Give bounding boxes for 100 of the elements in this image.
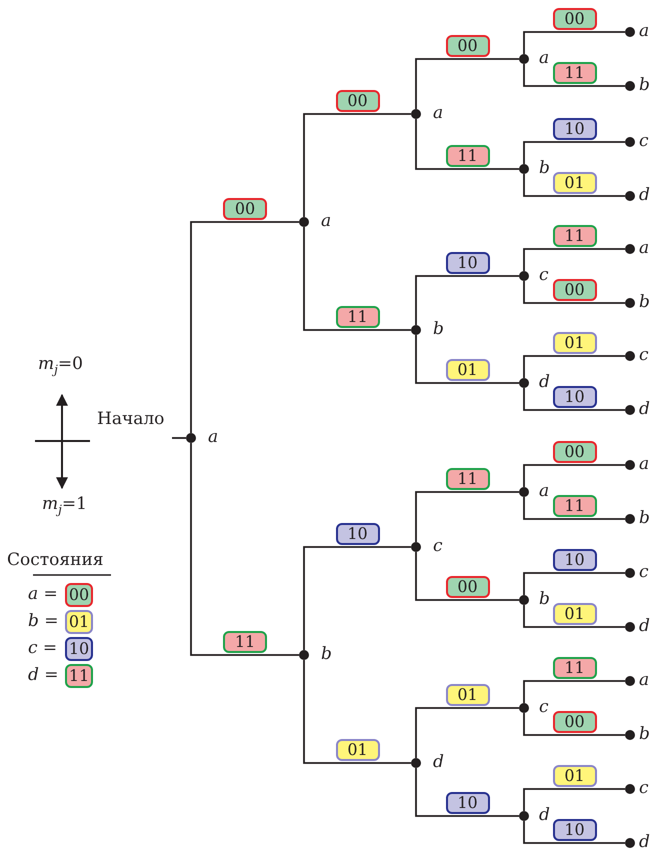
edge-label: 00 — [552, 279, 596, 301]
state-letter: a — [539, 48, 550, 68]
edge-label: 01 — [336, 739, 380, 761]
junction-dot — [519, 378, 529, 388]
connector-line — [523, 388, 625, 411]
edge-label: 10 — [446, 792, 490, 814]
edge-label: 01 — [552, 765, 596, 787]
connector-line — [523, 355, 625, 378]
direction-label: m$_{j}$=0 — [38, 354, 83, 376]
junction-dot — [625, 137, 635, 147]
state-letter: b — [639, 724, 650, 744]
connector-line — [415, 119, 519, 170]
state-letter: a — [321, 211, 332, 231]
connector-line — [415, 58, 519, 109]
legend-label: a = — [28, 583, 58, 605]
connector-line — [523, 572, 625, 595]
state-letter: c — [639, 562, 649, 582]
junction-dot — [299, 217, 309, 227]
edge-label: 10 — [552, 549, 596, 571]
edge-label: 11 — [552, 62, 596, 84]
edge-label: 00 — [552, 711, 596, 733]
start-label: Начало — [97, 408, 164, 438]
junction-dot — [625, 405, 635, 415]
junction-dot — [186, 433, 196, 443]
connector-line — [303, 227, 411, 331]
state-letter: b — [639, 508, 650, 528]
state-letter: b — [321, 644, 332, 664]
connector-line — [415, 491, 519, 542]
state-letter: b — [539, 158, 550, 178]
junction-dot — [625, 460, 635, 470]
edge-label: 01 — [446, 684, 490, 706]
state-letter: a — [208, 427, 218, 447]
junction-dot — [519, 595, 529, 605]
edge-label: 10 — [446, 252, 490, 274]
junction-dot — [411, 758, 421, 768]
connector-line — [415, 335, 519, 384]
edge-label: 11 — [552, 657, 596, 679]
junction-dot — [625, 568, 635, 578]
connector-line — [523, 680, 625, 703]
state-letter: a — [639, 21, 650, 41]
connector-line — [523, 788, 625, 811]
state-letter: a — [539, 481, 550, 501]
junction-dot — [519, 271, 529, 281]
edge-label: 11 — [552, 225, 596, 247]
junction-dot — [625, 730, 635, 740]
connector-line — [523, 141, 625, 164]
connector-line — [415, 707, 519, 758]
connector-line — [303, 660, 411, 764]
edge-label: 01 — [552, 172, 596, 194]
junction-dot — [519, 487, 529, 497]
edge-label: 00 — [446, 576, 490, 598]
state-letter: d — [539, 372, 550, 392]
edge-label: 01 — [446, 359, 490, 381]
junction-dot — [411, 325, 421, 335]
state-letter: b — [433, 319, 444, 339]
connector-line — [523, 605, 625, 628]
state-letter: c — [539, 265, 549, 285]
edge-label: 00 — [552, 441, 596, 463]
state-letter: d — [639, 616, 650, 636]
state-letter: d — [639, 399, 650, 419]
connector-line — [415, 552, 519, 601]
edge-label: 11 — [336, 306, 380, 328]
connector-line — [523, 64, 625, 87]
edge-label: 10 — [552, 819, 596, 841]
junction-dot — [625, 298, 635, 308]
edge-label: 11 — [446, 468, 490, 490]
edge-label: 10 — [336, 523, 380, 545]
junction-dot — [625, 514, 635, 524]
state-letter: c — [539, 697, 549, 717]
state-letter: d — [433, 752, 444, 772]
junction-dot — [519, 54, 529, 64]
state-letter: c — [639, 345, 649, 365]
junction-dot — [519, 811, 529, 821]
state-letter: c — [639, 778, 649, 798]
connector-line — [415, 275, 519, 325]
connector-line — [523, 821, 625, 844]
junction-dot — [519, 164, 529, 174]
state-letter: b — [539, 589, 550, 609]
legend-label: c = — [28, 637, 58, 659]
state-letter: d — [639, 832, 650, 850]
junction-dot — [625, 351, 635, 361]
connector-line — [523, 713, 625, 736]
junction-dot — [299, 650, 309, 660]
state-letter: c — [639, 131, 649, 151]
junction-dot — [625, 784, 635, 794]
state-letter: a — [639, 238, 650, 258]
edge-label: 01 — [552, 332, 596, 354]
legend-swatch: 11 — [65, 664, 93, 688]
junction-dot — [411, 542, 421, 552]
junction-dot — [625, 27, 635, 37]
junction-dot — [625, 676, 635, 686]
connector-line — [303, 113, 411, 217]
connector-line — [523, 497, 625, 520]
state-letter: b — [639, 75, 650, 95]
connector-line — [190, 443, 299, 656]
legend-title: Состояния — [7, 550, 104, 570]
legend-swatch: 10 — [65, 637, 93, 661]
edge-label: 00 — [336, 90, 380, 112]
connector-line — [523, 248, 625, 271]
edge-label: 00 — [552, 8, 596, 30]
